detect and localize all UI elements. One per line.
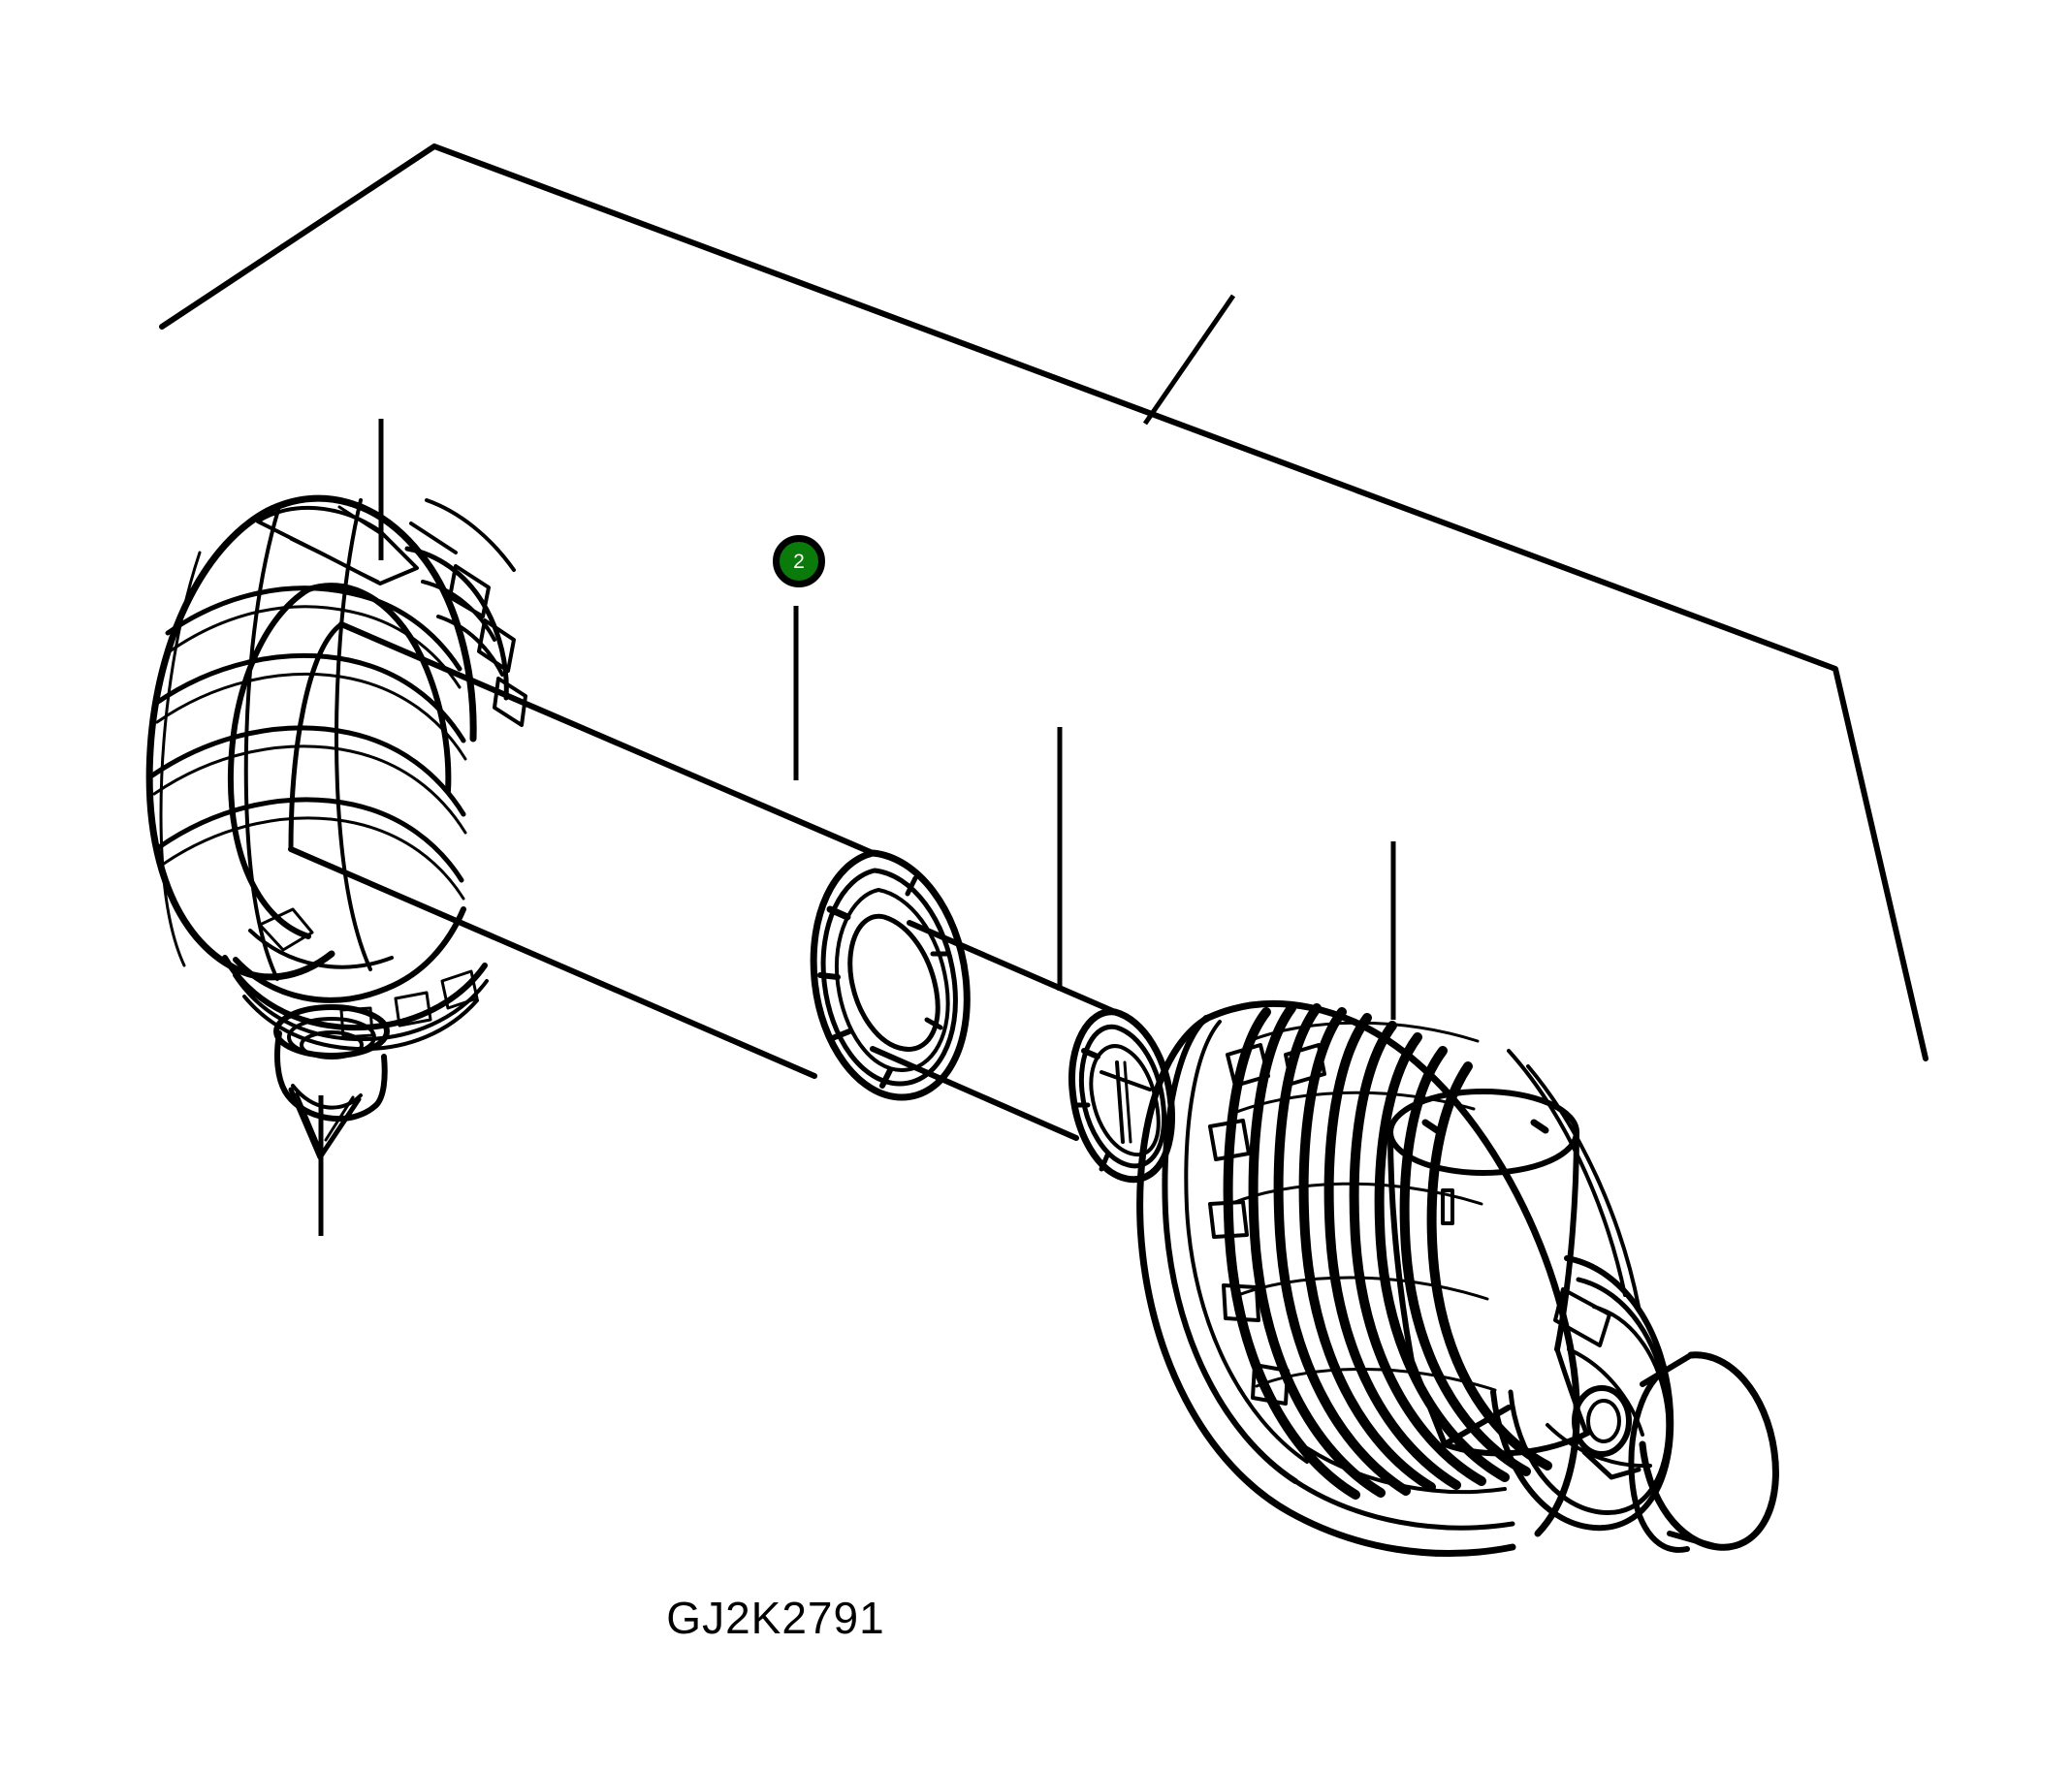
callout-badge-2[interactable]: 2 bbox=[773, 535, 825, 587]
air-cleaner-cover bbox=[145, 494, 527, 1052]
dust-ejector-valve bbox=[273, 1004, 390, 1160]
primary-filter-seal-ring bbox=[810, 849, 971, 1101]
diagram-caption: GJ2K2791 bbox=[666, 1593, 885, 1643]
air-cleaner-body bbox=[1136, 1000, 1779, 1557]
filter-fin-highlights bbox=[1224, 1021, 1497, 1392]
leader-enclosure bbox=[1142, 294, 1236, 426]
primary-filter-element bbox=[288, 621, 971, 1101]
enclosure-outline bbox=[159, 143, 1929, 1061]
callout-badge-2-number: 2 bbox=[793, 550, 805, 573]
safety-filter-element bbox=[870, 920, 1176, 1184]
filter-fins bbox=[1223, 1003, 1552, 1500]
air-cleaner-outlet bbox=[1490, 1255, 1779, 1553]
